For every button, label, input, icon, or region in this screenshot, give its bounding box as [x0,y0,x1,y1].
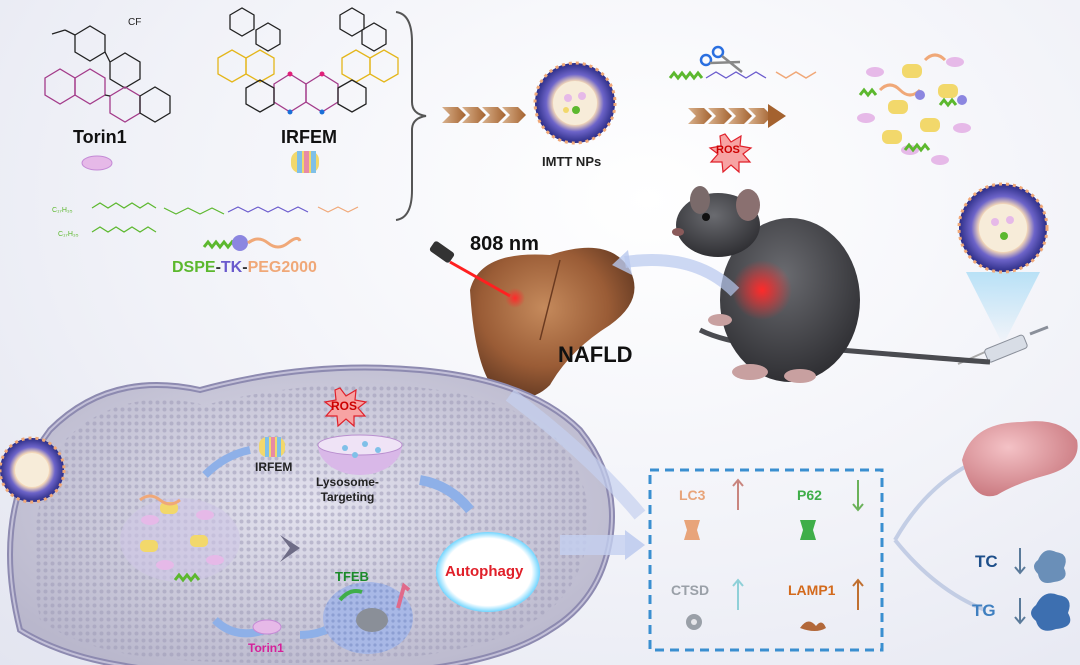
ros-cell-label: ROS [331,399,358,413]
lipid-tg-label: TG [972,601,996,620]
imtt-nanoparticle-icon [533,61,617,145]
tc-droplet-icon [1034,550,1066,583]
ros-burst-cell [323,387,368,428]
endosome-cargo-icon [120,494,240,583]
tg-droplet-icon [1031,593,1071,631]
separator-1: - [215,259,221,276]
p62-protein-icon [800,520,816,540]
laser-icon [429,241,525,308]
ctsd-protein-icon [686,614,702,630]
torin1-label: Torin1 [73,127,127,147]
autophagy-label: Autophagy [445,563,524,580]
dspe-tk-peg-structure [91,202,359,233]
peg-label: PEG2000 [247,259,317,276]
dspe-tk-peg-icon [202,235,302,251]
arrow-head-icon [612,250,632,275]
marker-box [648,468,884,652]
cell-arrow-lysosome [419,475,474,514]
arrow-head-icon [625,530,645,560]
chevron-arrow-2 [688,104,786,128]
alkyl-chain-1: C₁₇H₃₅ [52,207,73,214]
lamp1-protein-icon [800,621,826,631]
trend-arrows [732,478,1026,625]
nucleus-icon [323,582,413,654]
rat-to-liver-arrow [624,254,740,297]
irfem-stack-icon [291,151,319,173]
cell-torin1-icon [252,619,282,635]
released-fragments-icon [857,53,971,165]
irfem-core-dots [287,71,325,115]
dspe-label: DSPE [172,259,216,276]
lysosome-targeting-label: Lysosome- Targeting [316,475,379,504]
tk-label: TK [220,259,243,276]
lysosome-icon [317,434,403,475]
cell-torin1-label: Torin1 [248,641,284,655]
ros-top-label: ROS [716,144,740,156]
dspe-tk-peg-label: DSPE-TK-PEG2000 [172,259,317,277]
tfeb-label: TFEB [335,569,369,584]
rat-illustration [672,186,991,383]
marker-ctsd-label: CTSD [671,582,710,598]
injected-nanoparticle-icon [957,182,1049,345]
scissors-icon [699,45,743,73]
curly-brace [395,11,427,221]
torin1-structure [44,25,171,123]
cell-entry-nanoparticle-icon [0,436,66,504]
cell-irfem-icon [259,437,285,457]
lipid-tc-label: TC [975,552,998,571]
lc3-protein-icon [684,520,700,540]
cell-irfem-label: IRFEM [255,460,293,474]
marker-lc3-label: LC3 [679,487,706,503]
chevron-arrow-1 [442,107,526,123]
marker-lamp1-label: LAMP1 [788,582,836,598]
tk-linker-structure [668,70,817,81]
separator-2: - [242,259,248,276]
healthy-liver-icon [962,421,1078,497]
liver-to-box-arrow [505,389,646,520]
cf3-label: CF [128,17,141,28]
irfem-label: IRFEM [281,127,337,147]
torin1-pill-icon [81,155,113,171]
marker-p62-label: P62 [797,487,822,503]
imtt-nps-label: IMTT NPs [542,154,602,169]
autophagy-glow-icon [436,532,540,612]
cell-arrow-to-irfem [202,446,251,478]
cell-chevron-icon [280,535,300,562]
laser-wavelength-label: 808 nm [470,233,539,255]
nafld-label: NAFLD [558,342,633,367]
ros-burst-top [708,133,753,174]
alkyl-chain-2: C₁₇H₃₅ [58,231,79,238]
irfem-structure [217,7,399,113]
nafld-liver-illustration [470,247,635,399]
